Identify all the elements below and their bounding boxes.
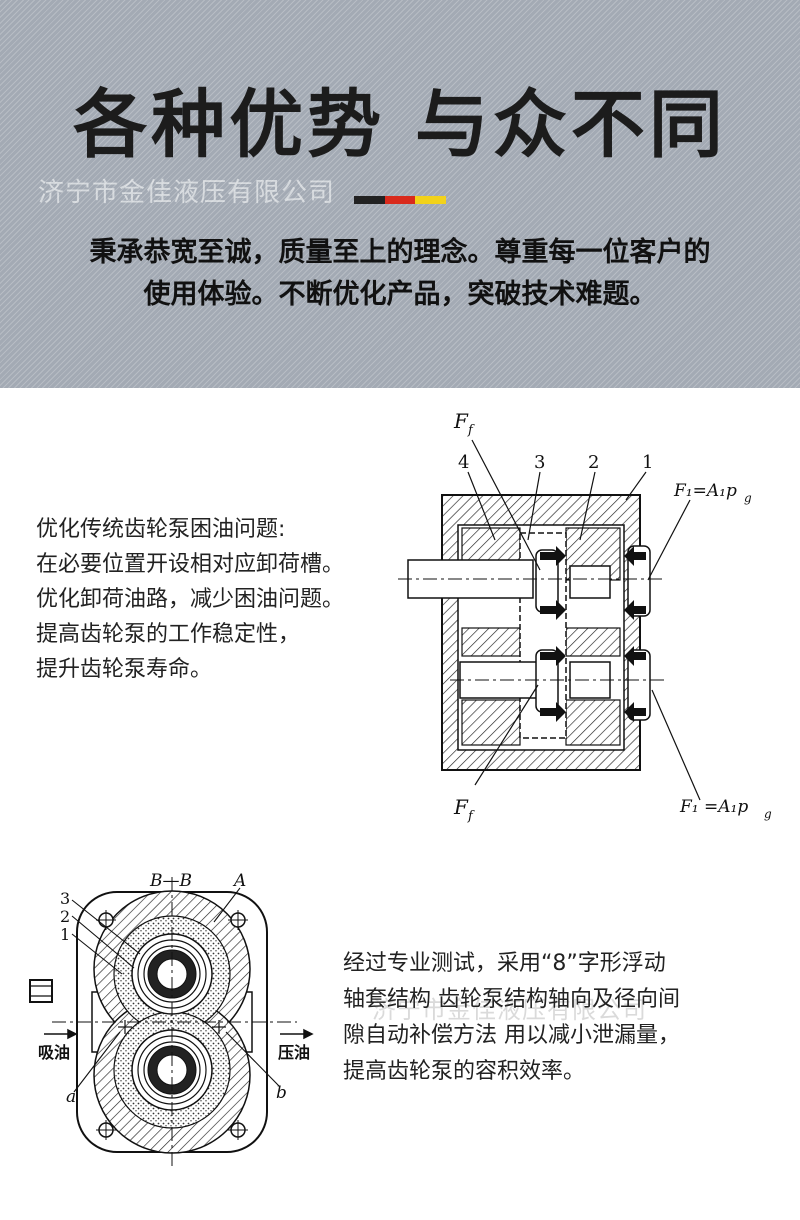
- label-section-bb: B—B: [149, 871, 192, 891]
- label-ff-bottom-sub: f: [467, 809, 475, 824]
- label-f1-bottom-sub: g: [764, 807, 772, 821]
- feature-line: 优化卸荷油路，减少困油问题。: [36, 587, 345, 612]
- label-2: 2: [60, 907, 70, 926]
- label-a-lower: a: [66, 1087, 76, 1107]
- feature-line: 提高齿轮泵的工作稳定性，: [36, 622, 301, 647]
- label-f1-bottom: F₁ =A₁p: [679, 797, 748, 817]
- feature-line: 提升齿轮泵寿命。: [36, 657, 213, 682]
- color-strip-red: [384, 196, 416, 204]
- label-a-upper: A: [232, 871, 246, 891]
- label-2: 2: [588, 452, 599, 473]
- color-strip-yellow: [415, 196, 447, 204]
- tagline-line: 秉承恭宽至诚，质量至上的理念。尊重每一位客户的: [89, 237, 711, 268]
- feature-line: 在必要位置开设相对应卸荷槽。: [36, 552, 345, 577]
- label-ff-bottom: F: [453, 795, 469, 819]
- axial-section-diagram: F f 4 3 2 1 F₁=A₁p g F f F₁ =A₁p g: [398, 409, 772, 824]
- label-4: 4: [458, 452, 469, 473]
- tagline-line: 使用体验。不断优化产品，突破技术难题。: [143, 279, 657, 310]
- feature-line: 隙自动补偿方法 用以减小泄漏量，: [343, 1023, 680, 1048]
- feature-line: 经过专业测试，采用“8”字形浮动: [343, 951, 666, 976]
- feature-line: 提高齿轮泵的容积效率。: [343, 1059, 586, 1084]
- label-ff-top-sub: f: [467, 423, 475, 438]
- label-ff-top: F: [453, 409, 469, 433]
- feature-line: 优化传统齿轮泵困油问题:: [36, 517, 286, 542]
- headline: 各种优势 与众不同: [73, 82, 727, 168]
- feature-line: 轴套结构 齿轮泵结构轴向及径向间: [343, 987, 680, 1012]
- label-f1-top-sub: g: [744, 491, 752, 505]
- label-outlet: 压油: [278, 1043, 310, 1062]
- hero-banner: 各种优势 与众不同 济宁市金佳液压有限公司 秉承恭宽至诚，质量至上的理念。尊重每…: [0, 0, 800, 388]
- company-watermark-2: 济宁市金佳液压有限公司: [372, 996, 647, 1024]
- label-3: 3: [534, 452, 545, 473]
- tagline: 秉承恭宽至诚，质量至上的理念。尊重每一位客户的 使用体验。不断优化产品，突破技术…: [0, 232, 800, 316]
- color-strip: [354, 196, 447, 204]
- label-3: 3: [60, 889, 70, 908]
- feature-text-2: 经过专业测试，采用“8”字形浮动 轴套结构 齿轮泵结构轴向及径向间 隙自动补偿方…: [343, 946, 680, 1090]
- label-b-lower: b: [276, 1083, 287, 1103]
- bushing-section-diagram: B—B A 3 2 1 吸油 压油 a b: [29, 871, 314, 1167]
- label-inlet: 吸油: [38, 1043, 70, 1062]
- feature-text-1: 优化传统齿轮泵困油问题: 在必要位置开设相对应卸荷槽。 优化卸荷油路，减少困油问…: [36, 512, 344, 687]
- label-1: 1: [642, 452, 653, 473]
- label-1: 1: [60, 925, 70, 944]
- company-watermark: 济宁市金佳液压有限公司: [38, 178, 336, 208]
- label-f1-top: F₁=A₁p: [673, 481, 737, 501]
- color-strip-black: [354, 196, 385, 204]
